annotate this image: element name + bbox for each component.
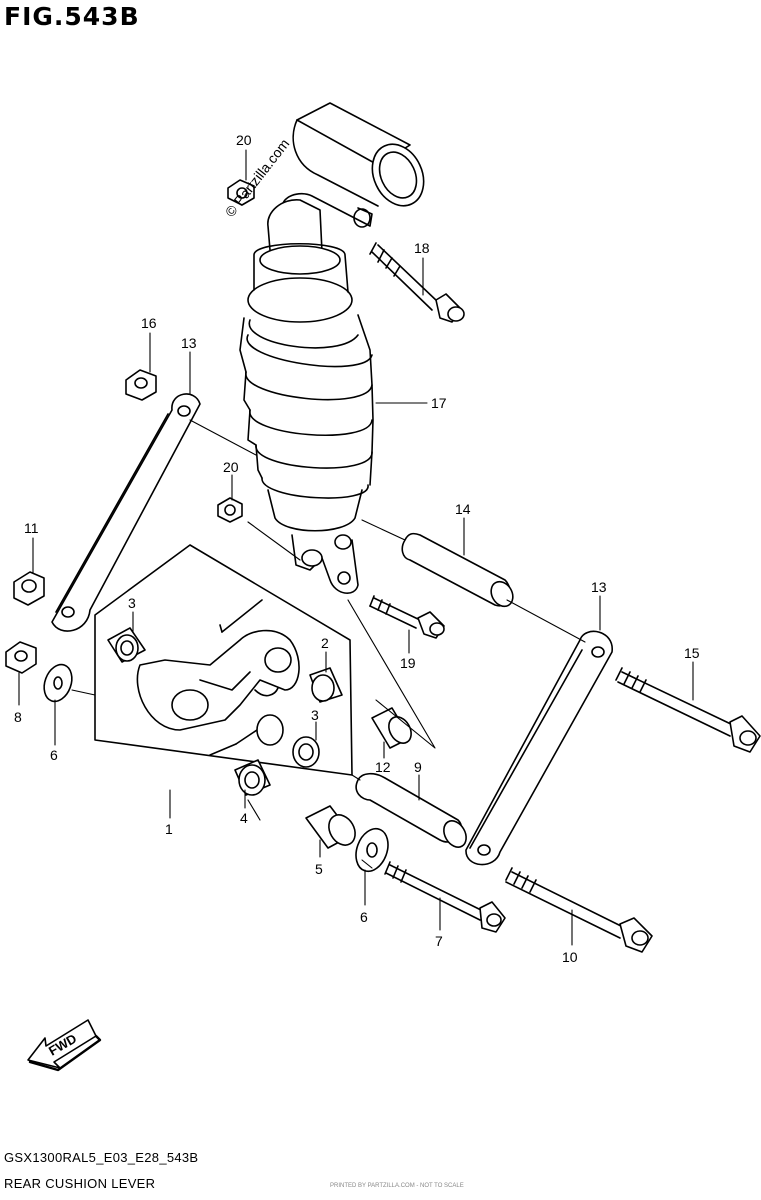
callout-numbers: 20 18 16 13 17 20 11 14 3 2 13 15 8 6 3 …	[14, 132, 700, 965]
callout-9[interactable]: 9	[414, 759, 422, 775]
spacer-part-14[interactable]	[401, 532, 517, 611]
callout-19[interactable]: 19	[400, 655, 416, 671]
callout-18[interactable]: 18	[414, 240, 430, 256]
bolt-part-19[interactable]	[369, 595, 445, 639]
callout-12[interactable]: 12	[375, 759, 391, 775]
callout-leader-lines	[18, 149, 694, 946]
callout-15[interactable]: 15	[684, 645, 700, 661]
spacer-part-5[interactable]	[305, 805, 360, 850]
bearing-part-3-lower[interactable]	[256, 714, 320, 768]
callout-17[interactable]: 17	[431, 395, 447, 411]
bushing-part-2[interactable]	[309, 667, 343, 703]
callout-7[interactable]: 7	[435, 933, 443, 949]
callout-16[interactable]: 16	[141, 315, 157, 331]
figure-title: FIG.543B	[4, 2, 140, 31]
nut-part-16[interactable]	[125, 369, 157, 401]
nut-part-20-mid[interactable]	[217, 497, 243, 523]
cushion-lever-part-1[interactable]	[136, 599, 300, 756]
model-code: GSX1300RAL5_E03_E28_543B	[4, 1150, 199, 1165]
bearing-part-4[interactable]	[234, 759, 271, 796]
bolt-part-18[interactable]	[369, 242, 465, 323]
callout-3-upper[interactable]: 3	[128, 595, 136, 611]
shock-absorber-part-17[interactable]	[239, 102, 433, 594]
assembly-guide-lines	[71, 419, 586, 869]
cushion-lever-assembly-box	[94, 544, 353, 776]
callout-1[interactable]: 1	[165, 821, 173, 837]
callout-13-right[interactable]: 13	[591, 579, 607, 595]
nut-part-20-top[interactable]	[227, 179, 255, 206]
fwd-arrow-icon: FWD	[27, 1019, 102, 1072]
callout-3-lower[interactable]: 3	[311, 707, 319, 723]
callout-4[interactable]: 4	[240, 810, 248, 826]
callout-11[interactable]: 11	[24, 520, 39, 536]
callout-8[interactable]: 8	[14, 709, 22, 725]
fine-print: PRINTED BY PARTZILLA.COM - NOT TO SCALE	[330, 1183, 464, 1189]
callout-6-left[interactable]: 6	[50, 747, 58, 763]
spacer-part-9[interactable]	[355, 772, 470, 851]
callout-13-left[interactable]: 13	[181, 335, 197, 351]
cushion-rod-part-13-left[interactable]	[51, 393, 201, 632]
bolt-part-15[interactable]	[615, 667, 761, 753]
section-name: REAR CUSHION LEVER	[4, 1176, 156, 1191]
callout-5[interactable]: 5	[315, 861, 323, 877]
callout-10[interactable]: 10	[562, 949, 578, 965]
callout-20-top[interactable]: 20	[236, 132, 252, 148]
nut-part-11[interactable]	[13, 571, 45, 606]
washer-part-6-left[interactable]	[39, 661, 76, 706]
callout-20-mid[interactable]: 20	[223, 459, 239, 475]
callout-14[interactable]: 14	[455, 501, 471, 517]
bearing-part-3-upper[interactable]	[107, 627, 146, 663]
callout-6-right[interactable]: 6	[360, 909, 368, 925]
bolt-part-10[interactable]	[505, 867, 653, 953]
cushion-rod-part-13-right[interactable]	[465, 630, 613, 866]
callout-2[interactable]: 2	[321, 635, 329, 651]
bolt-part-7[interactable]	[384, 861, 506, 933]
nut-part-8[interactable]	[5, 641, 37, 674]
